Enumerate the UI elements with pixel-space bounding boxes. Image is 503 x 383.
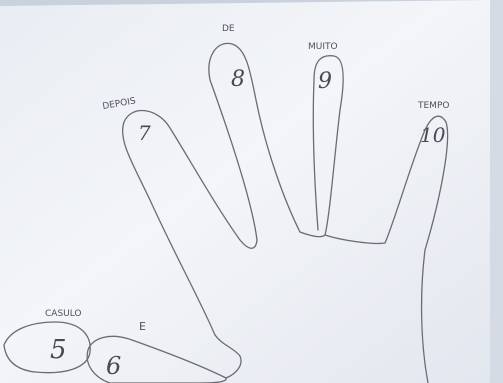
- finger-number-thumb: 7: [138, 121, 151, 145]
- finger-number-ring: 10: [420, 123, 446, 147]
- finger-word-ring: TEMPO: [417, 101, 449, 111]
- finger-word-five: CASULO: [45, 309, 82, 319]
- finger-word-middle: MUITO: [308, 42, 338, 52]
- paper-edge: [490, 0, 503, 383]
- finger-word-six: E: [139, 320, 146, 333]
- finger-number-index: 8: [231, 67, 245, 92]
- finger-number-six: 6: [106, 352, 121, 380]
- finger-word-index: DE: [222, 24, 235, 34]
- finger-number-five: 5: [50, 335, 67, 365]
- finger-number-middle: 9: [318, 69, 332, 94]
